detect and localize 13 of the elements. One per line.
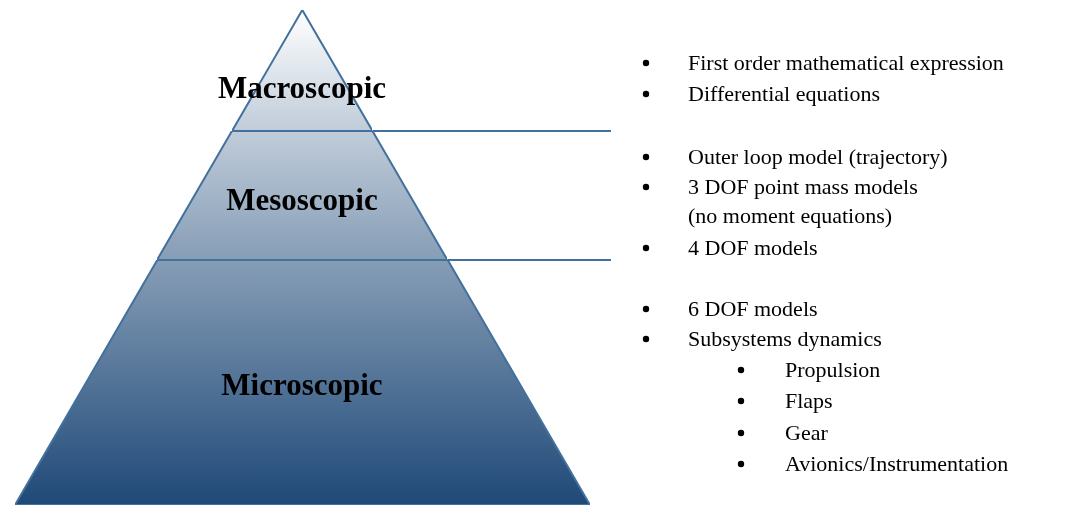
bullet-text: Differential equations	[688, 80, 881, 108]
bullet-text: Avionics/Instrumentation	[785, 450, 1009, 478]
bullet-text: Outer loop model (trajectory)	[688, 143, 948, 171]
level-label: Mesoscopic	[226, 182, 378, 218]
bullet-text: Subsystems dynamics	[688, 325, 882, 353]
bullet-text: 6 DOF models	[688, 295, 818, 323]
bullet-text: Gear	[785, 419, 828, 447]
bullet-text: 3 DOF point mass models (no moment equations)	[688, 173, 919, 230]
bullet-text: Propulsion	[785, 356, 881, 384]
bullet-text: 4 DOF models	[688, 234, 818, 262]
bullet-text: First order mathematical expression	[688, 49, 1004, 77]
level-label: Microscopic	[221, 367, 383, 403]
bullet-text: Flaps	[785, 387, 833, 415]
